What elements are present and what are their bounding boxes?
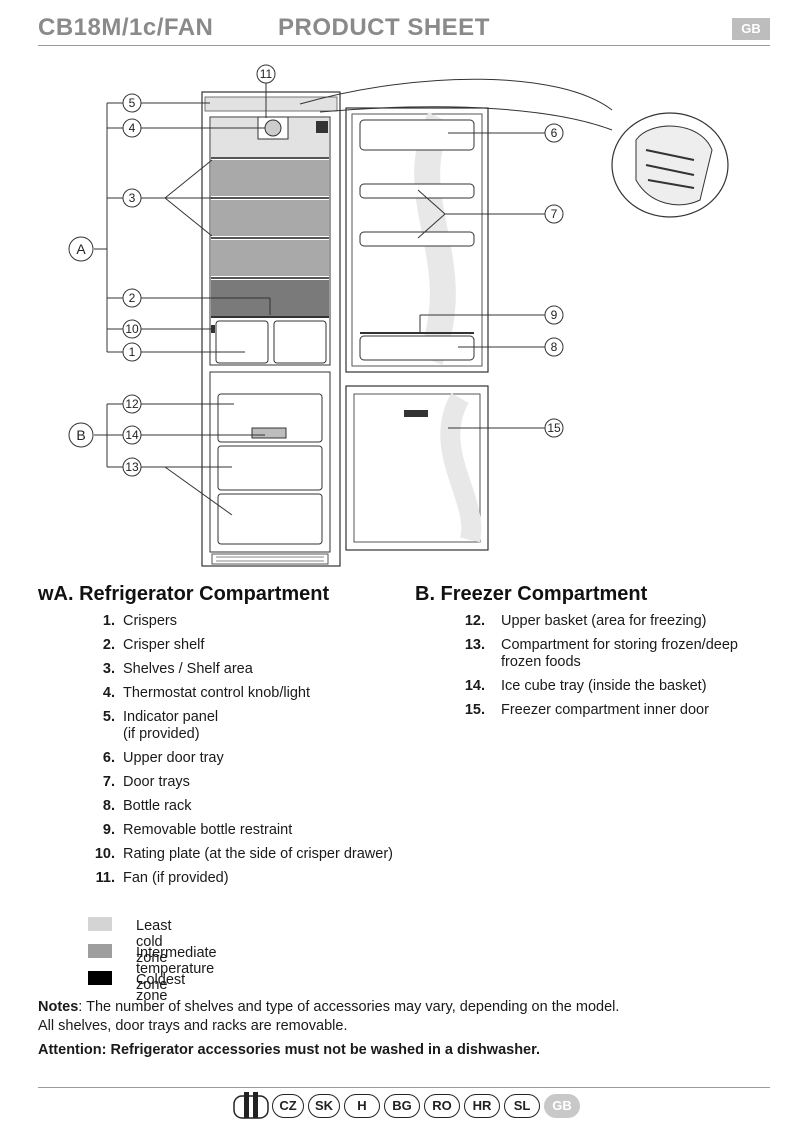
callout-11: 11 <box>256 64 276 84</box>
legend-label: Coldest zone <box>136 972 186 1004</box>
door-tray <box>359 231 475 247</box>
lang-sl[interactable]: SL <box>504 1094 540 1118</box>
svg-text:B: B <box>76 427 85 443</box>
freezer-drawer-lower <box>217 493 323 545</box>
list-item: 1.Crispers <box>102 613 177 629</box>
svg-text:2: 2 <box>129 291 136 305</box>
ice-tray <box>251 427 287 439</box>
callout-label: 11 <box>260 67 273 81</box>
callout-9: 9 <box>544 305 564 325</box>
svg-text:6: 6 <box>551 126 558 140</box>
sheet-title: PRODUCT SHEET <box>278 14 490 41</box>
svg-text:13: 13 <box>125 460 139 474</box>
svg-text:3: 3 <box>129 191 136 205</box>
lang-h[interactable]: H <box>344 1094 380 1118</box>
header-divider <box>38 45 770 46</box>
pl-icon <box>233 1092 269 1119</box>
list-item: 12.Upper basket (area for freezing) <box>464 613 707 629</box>
group-b: B <box>68 422 94 448</box>
svg-text:12: 12 <box>125 397 139 411</box>
callout-8: 8 <box>544 337 564 357</box>
lang-sk[interactable]: SK <box>308 1094 340 1118</box>
list-item: 2.Crisper shelf <box>102 637 205 653</box>
section-b-list: 12.Upper basket (area for freezing) 13.C… <box>464 613 781 726</box>
callout-13: 13 <box>122 457 142 477</box>
legend-swatch <box>88 971 112 985</box>
list-item: 10.Rating plate (at the side of crisper … <box>94 846 393 862</box>
list-item: 9.Removable bottle restraint <box>102 822 293 838</box>
footer-divider <box>38 1087 770 1088</box>
callout-1: 1 <box>122 342 142 362</box>
callout-10: 10 <box>122 319 142 339</box>
light <box>316 121 328 133</box>
list-item: 15.Freezer compartment inner door <box>464 702 709 718</box>
callout-4: 4 <box>122 118 142 138</box>
svg-text:14: 14 <box>125 428 139 442</box>
freezer-drawer-middle <box>217 445 323 491</box>
callout-7: 7 <box>544 204 564 224</box>
svg-text:10: 10 <box>125 322 139 336</box>
svg-text:15: 15 <box>547 421 561 435</box>
rating-plate <box>211 325 215 333</box>
legend-label: Least cold zone <box>136 918 172 966</box>
zone-intermediate-2 <box>211 200 329 236</box>
language-badge: GB <box>732 18 770 40</box>
lang-ro[interactable]: RO <box>424 1094 460 1118</box>
legend-swatch <box>88 944 112 958</box>
list-item: 7.Door trays <box>102 774 190 790</box>
section-a-list: 1.Crispers 2.Crisper shelf 3.Shelves / S… <box>94 613 423 894</box>
list-item: 11.Fan (if provided) <box>95 870 229 886</box>
zone-intermediate-1 <box>211 160 329 196</box>
list-item: 3.Shelves / Shelf area <box>102 661 253 677</box>
fan <box>264 119 282 137</box>
list-item: 4.Thermostat control knob/light <box>102 685 310 701</box>
lang-bg[interactable]: BG <box>384 1094 420 1118</box>
section-a-title: wA. Refrigerator Compartment <box>38 583 330 605</box>
list-item: 8.Bottle rack <box>102 798 192 814</box>
section-b-title: B. Freezer Compartment <box>415 583 648 605</box>
notes: Notes: The number of shelves and type of… <box>38 998 778 1036</box>
attention-note: Attention: Refrigerator accessories must… <box>38 1042 540 1058</box>
notes-line2: All shelves, door trays and racks are re… <box>38 1018 348 1034</box>
callout-6: 6 <box>544 123 564 143</box>
notes-label: Notes <box>38 999 79 1015</box>
callout-5: 5 <box>122 93 142 113</box>
svg-text:7: 7 <box>551 207 558 221</box>
callout-14: 14 <box>122 425 142 445</box>
indicator-panel <box>404 410 428 417</box>
control-strip <box>204 96 338 112</box>
svg-text:8: 8 <box>551 340 558 354</box>
svg-text:4: 4 <box>129 121 136 135</box>
crisper-left <box>215 320 269 364</box>
svg-text:1: 1 <box>129 345 136 359</box>
fridge-diagram: 11 5 4 3 2 10 1 12 14 13 6 7 9 8 15 A B <box>68 64 729 567</box>
upper-door-tray <box>359 119 475 151</box>
bottle-rack <box>359 335 475 361</box>
list-item: 6.Upper door tray <box>102 750 224 766</box>
lang-hr[interactable]: HR <box>464 1094 500 1118</box>
crisper-right <box>273 320 327 364</box>
callout-3: 3 <box>122 188 142 208</box>
list-item: 5.Indicator panel(if provided) <box>102 709 219 742</box>
group-a: A <box>68 236 94 262</box>
svg-text:A: A <box>76 241 86 257</box>
lang-cz[interactable]: CZ <box>272 1094 304 1118</box>
legend-label: Intermediate temperature zone <box>136 945 217 993</box>
legend-swatch <box>88 917 112 931</box>
svg-text:9: 9 <box>551 308 558 322</box>
notes-text: : The number of shelves and type of acce… <box>78 999 620 1015</box>
callout-12: 12 <box>122 394 142 414</box>
page-header: CB18M/1c/FAN PRODUCT SHEET GB <box>38 12 770 44</box>
list-item: 14.Ice cube tray (inside the basket) <box>464 678 707 694</box>
bottom-grille <box>211 553 329 565</box>
model-number: CB18M/1c/FAN <box>38 14 214 41</box>
callout-15: 15 <box>544 418 564 438</box>
zone-intermediate-3 <box>211 240 329 276</box>
svg-text:5: 5 <box>129 96 136 110</box>
lang-gb[interactable]: GB <box>544 1094 580 1118</box>
callout-2: 2 <box>122 288 142 308</box>
door-tray <box>359 183 475 199</box>
freezer-basket-upper <box>217 393 323 443</box>
